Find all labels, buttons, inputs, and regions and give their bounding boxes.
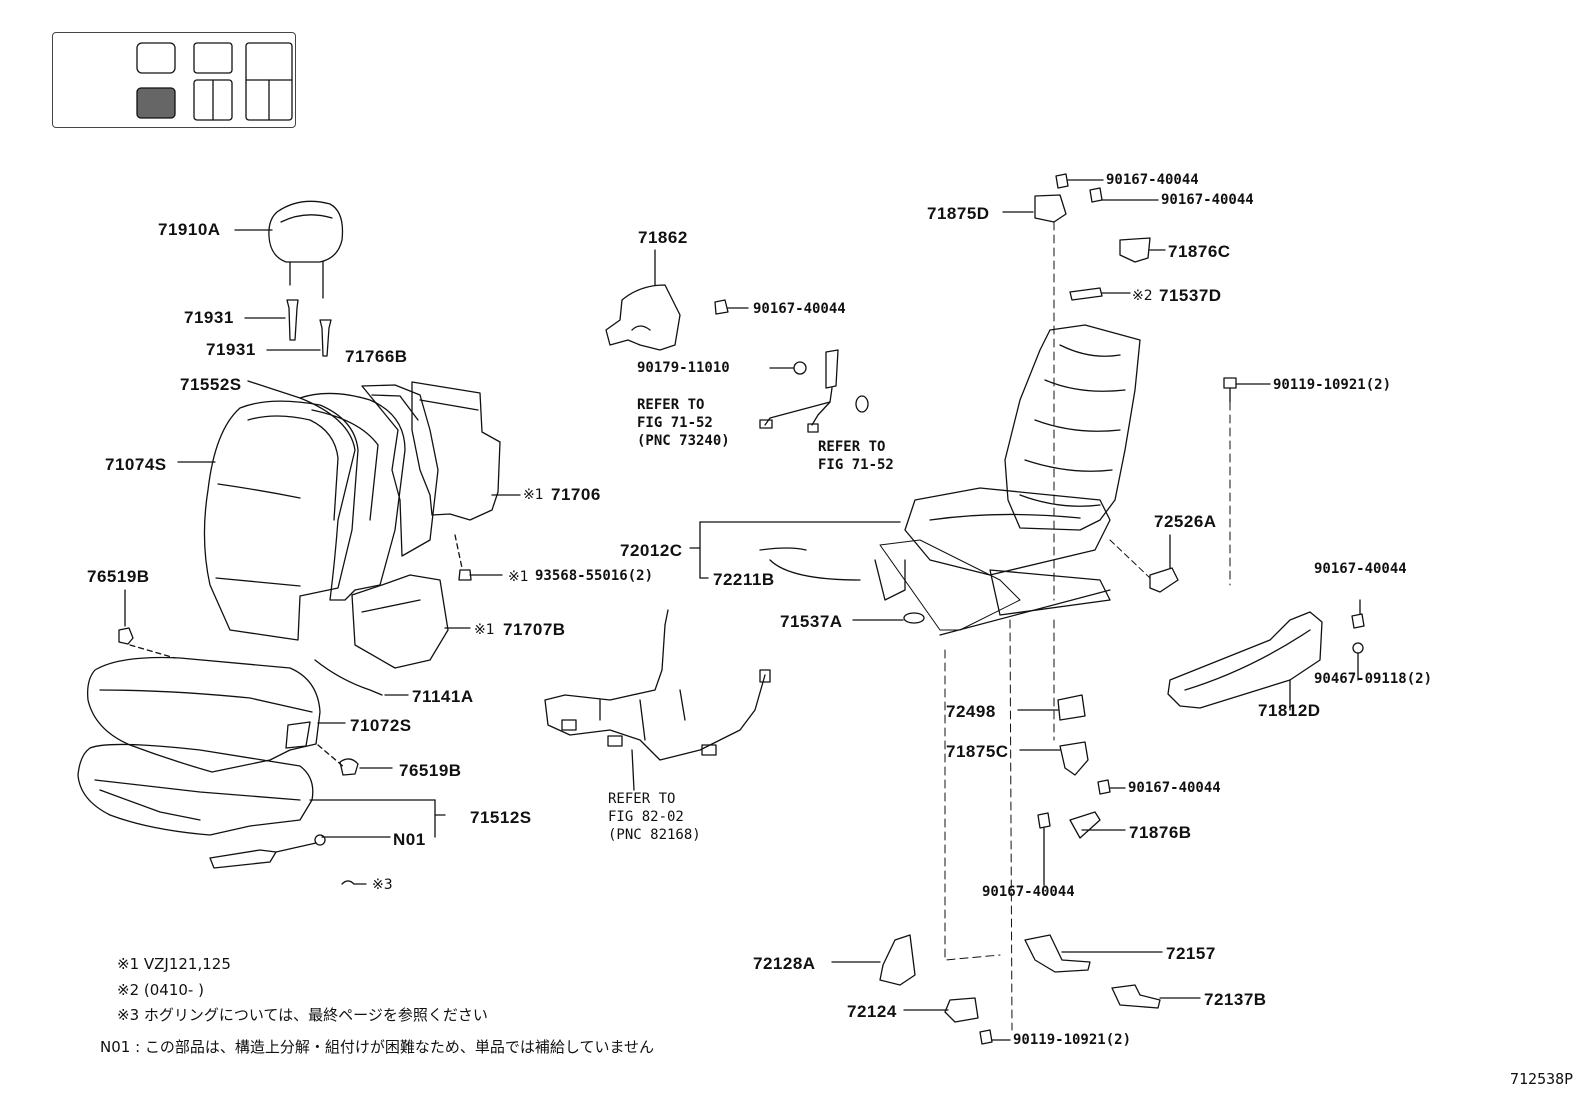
part-label-71074S: 71074S bbox=[105, 455, 167, 474]
seatback-board-drawing bbox=[361, 384, 439, 557]
part-label-90119-10921-bottom: 90119-10921(2) bbox=[1013, 1032, 1132, 1048]
part-label-72526A: 72526A bbox=[1154, 512, 1217, 531]
pad-71537D-drawing bbox=[1069, 287, 1131, 301]
part-label-71072S: 71072S bbox=[350, 716, 412, 735]
part-label-71552S: 71552S bbox=[180, 375, 242, 394]
part-label-71812D: 71812D bbox=[1258, 701, 1321, 720]
belt-buckle-drawing bbox=[759, 349, 869, 433]
fastener-93568-drawing bbox=[454, 534, 503, 581]
part-label-71766B: 71766B bbox=[345, 347, 408, 366]
part-label-72012C: 72012C bbox=[620, 541, 683, 560]
seatback-pad-drawing bbox=[247, 380, 406, 601]
reference-fig-71-52-pnc: REFER TO FIG 71-52 (PNC 73240) bbox=[637, 397, 730, 449]
part-label-71876C: 71876C bbox=[1168, 242, 1231, 261]
bracket-71876B-drawing bbox=[1037, 811, 1126, 886]
part-label-71537A: 71537A bbox=[780, 612, 843, 631]
part-label-71862: 71862 bbox=[638, 228, 688, 247]
part-label-90179-11010: 90179-11010 bbox=[637, 360, 730, 376]
part-label-71706: 71706 bbox=[551, 485, 601, 504]
locator-seat-map bbox=[136, 42, 293, 121]
seatback-cover-drawing bbox=[177, 400, 359, 641]
footnote-n01: N01 : この部品は、構造上分解・組付けが困難なため、単品では補給していません bbox=[100, 1038, 655, 1056]
wire-71141A-drawing bbox=[314, 659, 409, 696]
part-label-71910A: 71910A bbox=[158, 220, 221, 239]
footnote-1: ※1 VZJ121,125 bbox=[117, 955, 231, 973]
mark-note1-c: ※1 bbox=[474, 622, 495, 638]
part-label-72157: 72157 bbox=[1166, 944, 1216, 963]
part-label-76519B-bottom: 76519B bbox=[399, 761, 462, 780]
part-label-N01: N01 bbox=[393, 830, 426, 849]
part-label-71875D: 71875D bbox=[927, 204, 990, 223]
part-label-90167-40044-a: 90167-40044 bbox=[753, 301, 846, 317]
part-label-90167-40044-right: 90167-40044 bbox=[1314, 561, 1407, 577]
pad-71537A-drawing bbox=[852, 612, 925, 624]
part-label-71141A: 71141A bbox=[412, 687, 474, 706]
part-label-71931-a: 71931 bbox=[184, 308, 234, 327]
part-label-90167-40044-mid: 90167-40044 bbox=[1128, 780, 1221, 796]
footnote-3: ※3 ホグリングについては、最終ページを参照ください bbox=[117, 1006, 488, 1024]
bracket-71875D-drawing bbox=[1002, 173, 1159, 601]
part-label-93568-55016: 93568-55016(2) bbox=[535, 568, 654, 584]
plate-72498-drawing bbox=[1017, 694, 1086, 721]
bracket-71875C-drawing bbox=[1019, 619, 1126, 795]
wire-72211B-drawing bbox=[699, 547, 861, 581]
seat-frame-drawing bbox=[689, 324, 1141, 636]
rail-parts-drawing bbox=[831, 619, 1201, 1045]
mark-note2: ※2 bbox=[1132, 288, 1153, 304]
bolt-90167-cover-drawing bbox=[714, 299, 749, 315]
bracket-71876C-drawing bbox=[1119, 237, 1166, 263]
clip-76519B-bottom-drawing bbox=[339, 758, 393, 776]
side-shield-drawing bbox=[1167, 599, 1365, 711]
part-label-72498: 72498 bbox=[946, 702, 996, 721]
part-label-72211B: 72211B bbox=[713, 570, 775, 589]
part-label-71875C: 71875C bbox=[946, 742, 1009, 761]
reference-fig-82-02: REFER TO FIG 82-02 (PNC 82168) bbox=[608, 791, 701, 843]
part-label-72137B: 72137B bbox=[1204, 990, 1267, 1009]
clip-76519B-top-drawing bbox=[118, 589, 176, 659]
part-label-90167-40044-top2: 90167-40044 bbox=[1161, 192, 1254, 208]
board-71707B-drawing bbox=[351, 574, 471, 669]
footnote-2: ※2 (0410- ) bbox=[117, 981, 204, 999]
mark-note3: ※3 bbox=[372, 877, 393, 893]
headrest-support-drawing bbox=[244, 299, 332, 357]
headrest-drawing bbox=[234, 200, 344, 299]
locator-frame bbox=[52, 32, 296, 128]
part-label-71876B: 71876B bbox=[1129, 823, 1192, 842]
mark-note1-a: ※1 bbox=[523, 487, 544, 503]
bolt-90119-top-drawing bbox=[1223, 377, 1271, 586]
back-board-71706-drawing bbox=[411, 381, 521, 521]
part-label-71512S: 71512S bbox=[470, 808, 532, 827]
part-label-76519B-top: 76519B bbox=[87, 567, 150, 586]
part-label-71931-b: 71931 bbox=[206, 340, 256, 359]
part-label-72128A: 72128A bbox=[753, 954, 816, 973]
mark-note1-b: ※1 bbox=[508, 569, 529, 585]
cover-72526A-drawing bbox=[1109, 534, 1179, 593]
n01-part-drawing bbox=[209, 834, 326, 869]
part-label-90167-40044-top1: 90167-40044 bbox=[1106, 172, 1199, 188]
hog-ring-drawing bbox=[341, 880, 367, 885]
figure-id: 712538P bbox=[1510, 1070, 1574, 1088]
part-label-71537D: 71537D bbox=[1159, 286, 1222, 305]
part-label-90167-40044-bottom: 90167-40044 bbox=[982, 884, 1075, 900]
part-label-72124: 72124 bbox=[847, 1002, 897, 1021]
part-label-71707B: 71707B bbox=[503, 620, 566, 639]
reference-fig-71-52: REFER TO FIG 71-52 bbox=[818, 439, 894, 473]
cover-71862-drawing bbox=[605, 249, 681, 351]
part-label-90119-10921-top: 90119-10921(2) bbox=[1273, 377, 1392, 393]
part-label-90467-09118: 90467-09118(2) bbox=[1314, 671, 1433, 687]
cushion-cover-drawing bbox=[87, 656, 346, 773]
cushion-pad-drawing bbox=[77, 743, 446, 838]
wire-harness-drawing bbox=[544, 609, 771, 791]
